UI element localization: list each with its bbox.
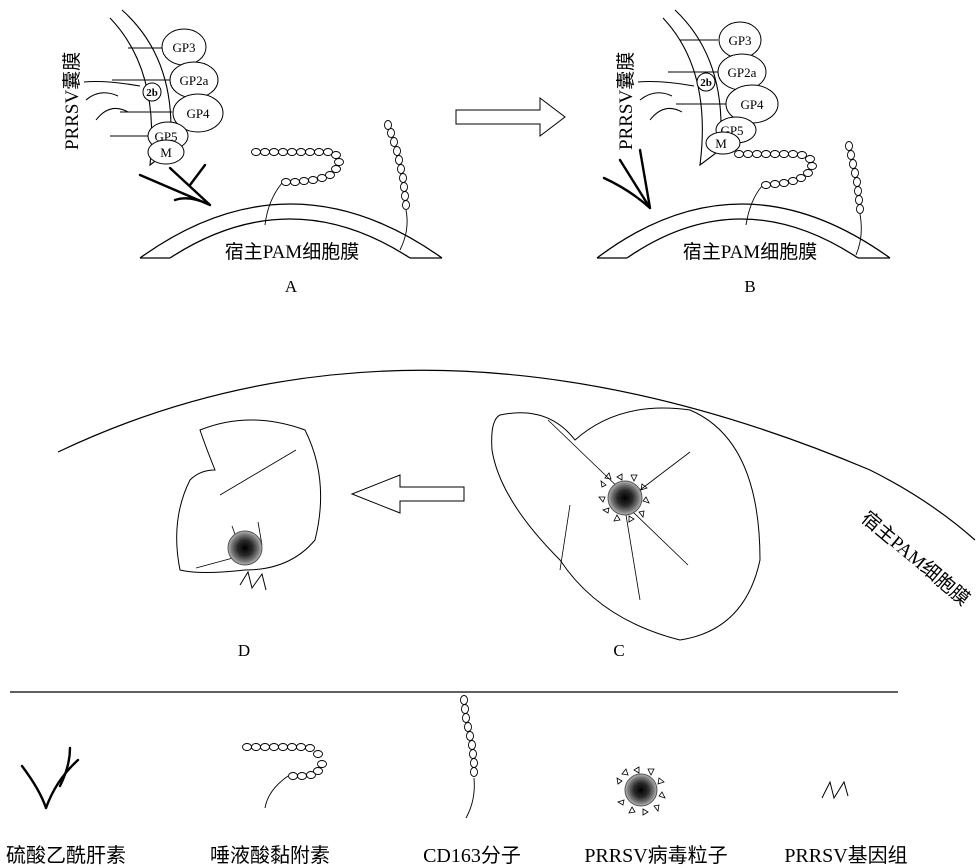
heparan-sulfate-icon xyxy=(22,748,78,808)
svg-text:M: M xyxy=(715,136,727,151)
panel-b-letter: B xyxy=(744,277,755,296)
svg-text:GP2a: GP2a xyxy=(728,65,757,80)
cell-membrane-label: 宿主PAM细胞膜 xyxy=(857,507,974,610)
cd163-icon xyxy=(461,696,478,819)
svg-text:2b: 2b xyxy=(700,77,712,89)
envelope-proteins: GP3 GP2a 2b GP4 GP5 M xyxy=(110,29,223,164)
genome-icon xyxy=(822,782,848,798)
sialoadhesin xyxy=(252,149,344,226)
panel-a-letter: A xyxy=(285,277,298,296)
svg-text:GP3: GP3 xyxy=(728,33,751,48)
svg-text:M: M xyxy=(160,145,172,160)
heparan-sulfate xyxy=(604,150,650,208)
sialoadhesin-icon xyxy=(243,744,327,809)
cell-membrane-curve xyxy=(58,370,975,540)
host-membrane-label: 宿主PAM细胞膜 xyxy=(683,241,817,263)
panel-d-letter: D xyxy=(238,641,250,660)
panel-d: D xyxy=(177,420,321,660)
host-membrane-label: 宿主PAM细胞膜 xyxy=(225,241,359,263)
envelope-proteins: GP3 GP2a 2b GP4 GP5 M xyxy=(668,22,778,154)
panel-a: 宿主PAM细胞膜 PRRSV囊膜 GP3 GP2a 2b GP4 GP5 M xyxy=(61,10,442,296)
cd163 xyxy=(846,142,864,256)
panel-c-letter: C xyxy=(613,641,624,660)
panel-c: C xyxy=(492,408,760,660)
arrow-c-to-d xyxy=(352,475,464,513)
svg-text:GP4: GP4 xyxy=(186,106,210,121)
envelope-label: PRRSV囊膜 xyxy=(615,52,637,150)
legend-label-sialoadhesin: 唾液酸黏附素 xyxy=(210,844,330,867)
legend-label-heparan-sulfate: 硫酸乙酰肝素 xyxy=(6,844,126,867)
legend-label-cd163: CD163分子 xyxy=(423,844,521,867)
svg-text:GP4: GP4 xyxy=(740,97,764,112)
viral-genome xyxy=(240,572,266,590)
virion xyxy=(228,531,262,565)
legend-label-genome: PRRSV基因组 xyxy=(784,844,907,867)
virion xyxy=(608,481,642,515)
virion-icon xyxy=(617,767,665,815)
heparan-sulfate xyxy=(140,165,210,205)
svg-text:GP3: GP3 xyxy=(172,40,195,55)
envelope-label: PRRSV囊膜 xyxy=(61,52,83,150)
legend-label-virion: PRRSV病毒粒子 xyxy=(584,844,727,867)
arrow-a-to-b xyxy=(456,98,565,136)
legend: 硫酸乙酰肝素 唾液酸黏附素 CD163分子 PRRSV病毒粒子 PRRSV基因组 xyxy=(6,696,908,868)
svg-text:GP2a: GP2a xyxy=(180,73,209,88)
svg-text:2b: 2b xyxy=(146,87,158,99)
endosome-c xyxy=(492,408,760,640)
panel-b: 宿主PAM细胞膜 PRRSV囊膜 GP3 GP2a 2b GP4 GP5 M xyxy=(597,10,890,296)
